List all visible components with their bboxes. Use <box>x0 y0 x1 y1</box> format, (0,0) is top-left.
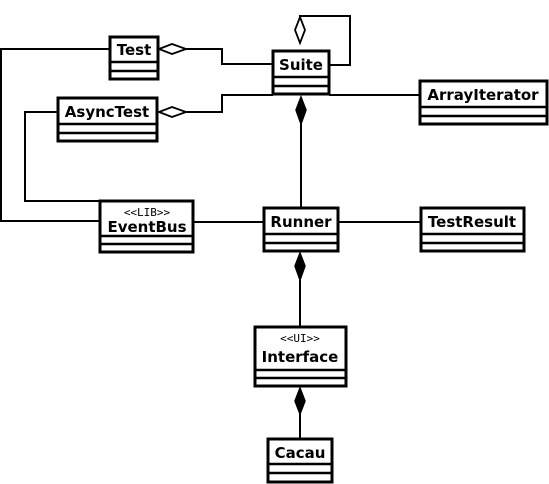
class-runner-name: Runner <box>270 213 332 231</box>
edge-suite-asynctest <box>186 94 273 113</box>
class-arrayiterator: ArrayIterator <box>418 79 549 126</box>
class-test-name: Test <box>117 41 152 59</box>
composition-diamond-interface <box>294 385 306 417</box>
class-cacau: Cacau <box>266 437 334 484</box>
edge-eventbus-asynctest <box>24 111 100 202</box>
class-runner: Runner <box>262 206 340 253</box>
class-eventbus: <<LIB>> EventBus <box>98 199 195 254</box>
class-suite-name: Suite <box>279 56 323 74</box>
class-interface-stereotype: <<UI>> <box>280 332 320 345</box>
class-interface: <<UI>> Interface <box>253 325 348 388</box>
class-testresult: TestResult <box>419 206 526 253</box>
aggregation-diamond-asynctest <box>156 106 189 118</box>
class-eventbus-name: EventBus <box>107 218 186 236</box>
class-asynctest: AsyncTest <box>56 96 159 143</box>
class-asynctest-name: AsyncTest <box>65 103 149 121</box>
class-test: Test <box>108 35 160 81</box>
class-cacau-name: Cacau <box>275 444 326 462</box>
class-testresult-name: TestResult <box>428 213 516 231</box>
aggregation-diamond-test <box>156 43 189 55</box>
class-suite: Suite <box>271 49 331 96</box>
aggregation-diamond-suite-self <box>294 14 306 46</box>
class-interface-name: Interface <box>262 348 339 366</box>
composition-diamond-suite <box>295 94 307 127</box>
edge-eventbus-test <box>0 48 110 222</box>
edge-suite-test <box>186 48 273 65</box>
composition-diamond-runner <box>294 250 306 283</box>
class-eventbus-stereotype: <<LIB>> <box>124 206 171 219</box>
class-arrayiterator-name: ArrayIterator <box>427 86 539 104</box>
